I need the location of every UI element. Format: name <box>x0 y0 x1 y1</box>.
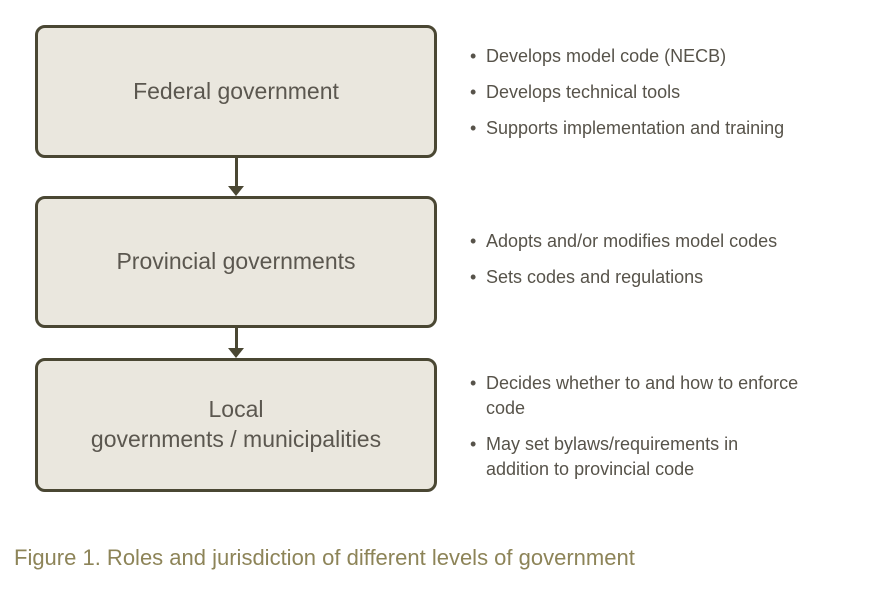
box-label-local: Local governments / municipalities <box>90 396 382 452</box>
bullet-list-local: • Decides whether to and how to enforce … <box>470 371 870 493</box>
bullet-text: Develops model code (NECB) <box>486 46 727 66</box>
arrow-stem <box>235 158 238 187</box>
bullet-icon: • <box>470 373 477 393</box>
box-provincial-governments: Provincial governments <box>35 196 437 328</box>
list-item: • Decides whether to and how to enforce … <box>470 371 870 421</box>
list-item: • Adopts and/or modifies model codes <box>470 229 870 254</box>
bullet-text: May set bylaws/requirements in addition … <box>486 434 739 479</box>
figure-caption: Figure 1. Roles and jurisdiction of diff… <box>14 545 635 570</box>
bullet-text: Decides whether to and how to enforce co… <box>486 373 799 418</box>
bullet-list-provincial: • Adopts and/or modifies model codes • S… <box>470 229 870 301</box>
box-federal-government: Federal government <box>35 25 437 158</box>
arrow-provincial-to-local <box>228 328 245 358</box>
box-local-governments-municipalities: Local governments / municipalities <box>35 358 437 492</box>
arrow-down-icon <box>228 348 244 358</box>
bullet-list-federal: • Develops model code (NECB) • Develops … <box>470 44 870 152</box>
list-item: • May set bylaws/requirements in additio… <box>470 432 870 482</box>
box-label-provincial: Provincial governments <box>116 248 356 275</box>
arrow-down-icon <box>228 186 244 196</box>
arrow-stem <box>235 328 238 349</box>
bullet-icon: • <box>470 82 477 102</box>
arrow-federal-to-provincial <box>228 158 245 196</box>
bullet-icon: • <box>470 434 477 454</box>
bullet-text: Sets codes and regulations <box>486 267 704 287</box>
bullet-icon: • <box>470 231 477 251</box>
list-item: • Develops technical tools <box>470 80 870 105</box>
bullet-text: Adopts and/or modifies model codes <box>486 231 778 251</box>
bullet-text: Supports implementation and training <box>486 118 785 138</box>
bullet-icon: • <box>470 267 477 287</box>
list-item: • Supports implementation and training <box>470 116 870 141</box>
bullet-text: Develops technical tools <box>486 82 681 102</box>
bullet-icon: • <box>470 46 477 66</box>
box-label-federal: Federal government <box>133 77 339 104</box>
list-item: • Develops model code (NECB) <box>470 44 870 69</box>
bullet-icon: • <box>470 118 477 138</box>
list-item: • Sets codes and regulations <box>470 265 870 290</box>
